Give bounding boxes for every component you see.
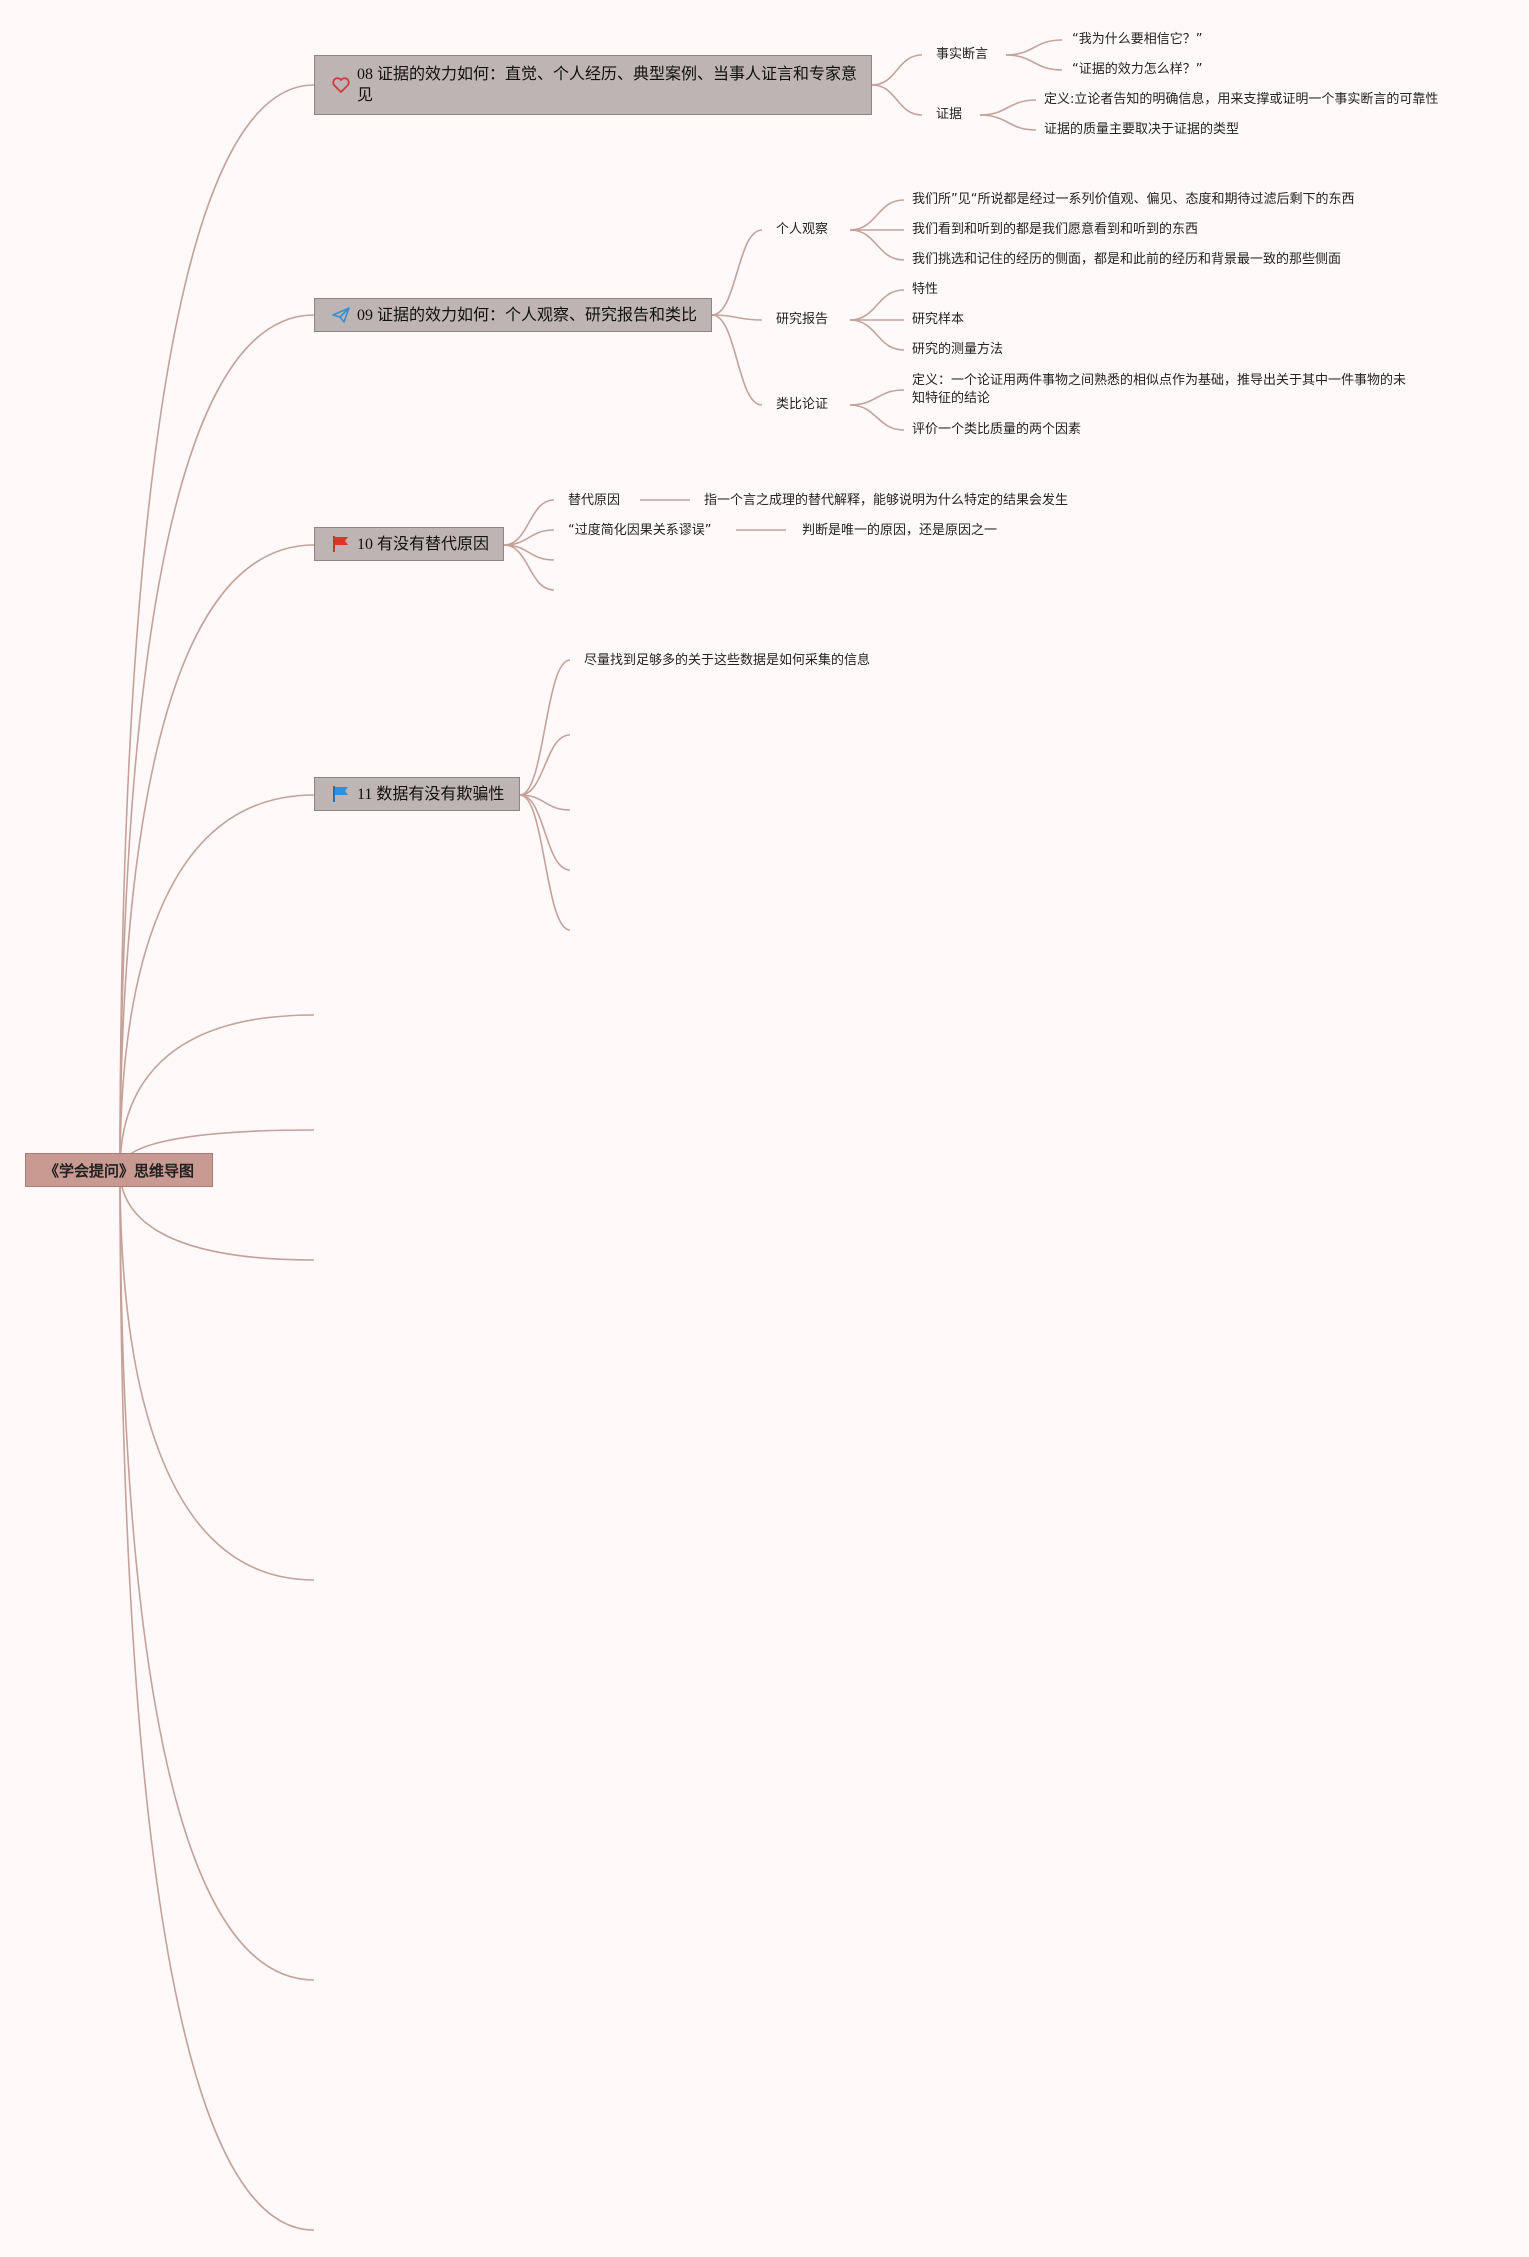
node-alternative-cause-detail[interactable]: 指一个言之成理的替代解释，能够说明为什么特定的结果会发生	[704, 493, 1069, 508]
node-research-traits[interactable]: 特性	[912, 282, 939, 297]
node-analogy-factors[interactable]: 评价一个类比质量的两个因素	[912, 422, 1082, 437]
node-analogy[interactable]: 类比论证	[776, 397, 829, 412]
branch-analogy-1	[849, 404, 905, 431]
branch-report-2	[849, 319, 905, 351]
node-observation-willing[interactable]: 我们看到和听到的都是我们愿意看到和听到的东西	[912, 222, 1199, 237]
node-fact-claim[interactable]: 事实断言	[936, 47, 989, 62]
node-evidence-strength[interactable]: “证据的效力怎么样？”	[1072, 62, 1203, 77]
topic-09-label: 09 证据的效力如何：个人观察、研究报告和类比	[357, 306, 698, 324]
branch-11-4	[519, 794, 571, 931]
branch-11-3	[519, 794, 571, 871]
branch-evidence-1	[979, 99, 1037, 116]
branch-09-analogy	[711, 314, 763, 406]
branch-10-0	[503, 499, 555, 546]
heart-icon	[331, 75, 351, 95]
topic-11-label: 11 数据有没有欺骗性	[357, 785, 505, 803]
root-label: 《学会提问》思维导图	[43, 1162, 194, 1180]
branch-09-report	[711, 314, 763, 321]
topic-10-label: 10 有没有替代原因	[357, 535, 490, 553]
topic-10[interactable]: 10 有没有替代原因	[314, 527, 504, 561]
branch-observation-0	[849, 199, 905, 231]
root-branch-6	[119, 1169, 315, 1261]
paper-plane-icon	[331, 305, 351, 325]
branch-08-evidence	[871, 84, 923, 116]
branch-09-observation	[711, 229, 763, 316]
topic-09[interactable]: 09 证据的效力如何：个人观察、研究报告和类比	[314, 298, 712, 332]
root-branch-4	[119, 1014, 315, 1171]
topic-08[interactable]: 08 证据的效力如何：直觉、个人经历、典型案例、当事人证言和专家意见	[314, 55, 872, 115]
node-evidence[interactable]: 证据	[936, 107, 963, 122]
node-research-sample[interactable]: 研究样本	[912, 312, 965, 327]
root-branch-9	[119, 1169, 315, 2231]
node-analogy-definition[interactable]: 定义：一个论证用两件事物之间熟悉的相似点作为基础，推导出关于其中一件事物的未知特…	[912, 373, 1407, 406]
branch-observation-2	[849, 229, 905, 261]
node-alternative-cause[interactable]: 替代原因	[568, 493, 621, 508]
blue-flag-icon	[331, 784, 351, 804]
root-branch-0	[119, 84, 315, 1171]
node-evidence-definition[interactable]: 定义:立论者告知的明确信息，用来支撑或证明一个事实断言的可靠性	[1044, 92, 1439, 107]
node-oversimplified-detail[interactable]: 判断是唯一的原因，还是原因之一	[802, 523, 998, 538]
topic-11[interactable]: 11 数据有没有欺骗性	[314, 777, 520, 811]
node-oversimplified-fallacy[interactable]: “过度简化因果关系谬误”	[568, 523, 712, 538]
root-node[interactable]: 《学会提问》思维导图	[25, 1153, 213, 1187]
branch-11-1	[519, 734, 571, 796]
branch-11-2	[519, 794, 571, 811]
node-research-report[interactable]: 研究报告	[776, 312, 829, 327]
branch-11-0	[519, 659, 571, 796]
branch-analogy-0	[849, 389, 905, 406]
topic-08-label: 08 证据的效力如何：直觉、个人经历、典型案例、当事人证言和专家意见	[357, 66, 858, 104]
branch-evidence-2	[979, 114, 1037, 131]
root-branch-7	[119, 1169, 315, 1581]
branch-report-0	[849, 289, 905, 321]
node-evidence-quality[interactable]: 证据的质量主要取决于证据的类型	[1044, 122, 1240, 137]
branch-08-fact	[871, 54, 923, 86]
node-observation-filtered[interactable]: 我们所”见“所说都是经过一系列价值观、偏见、态度和期待过滤后剩下的东西	[912, 192, 1355, 207]
root-branch-1	[119, 314, 315, 1171]
root-branch-2	[119, 544, 315, 1171]
branch-fact-2	[1005, 54, 1063, 71]
node-research-method[interactable]: 研究的测量方法	[912, 342, 1004, 357]
node-personal-observation[interactable]: 个人观察	[776, 222, 829, 237]
node-data-collection[interactable]: 尽量找到足够多的关于这些数据是如何采集的信息	[584, 653, 871, 668]
red-flag-icon	[331, 534, 351, 554]
branch-fact-1	[1005, 39, 1063, 56]
root-branch-3	[119, 794, 315, 1171]
node-why-believe[interactable]: “我为什么要相信它？”	[1072, 32, 1203, 47]
root-branch-8	[119, 1169, 315, 1981]
node-observation-consistent[interactable]: 我们挑选和记住的经历的侧面，都是和此前的经历和背景最一致的那些侧面	[912, 252, 1342, 267]
branch-10-3	[503, 544, 555, 591]
